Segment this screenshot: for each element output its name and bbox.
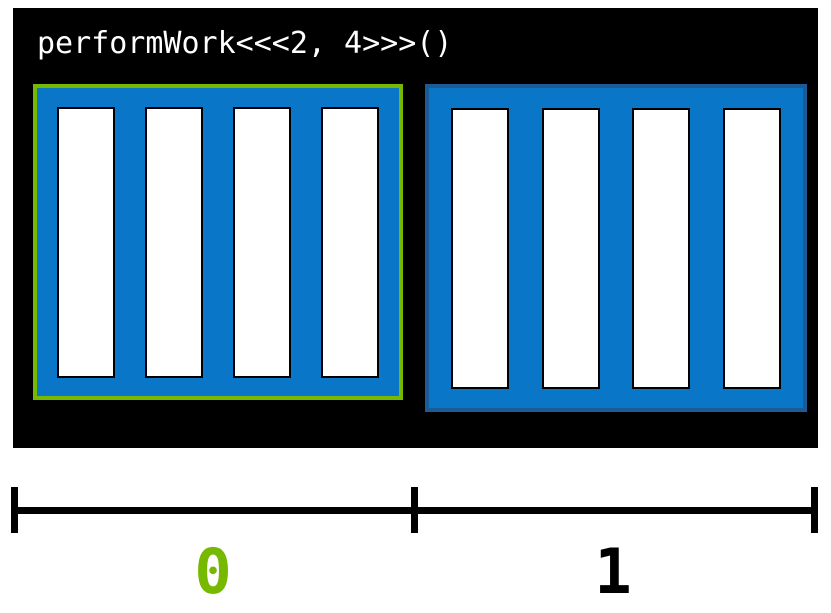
ruler-tick-left [11,487,18,533]
thread-block-1[interactable] [425,84,807,412]
thread-cell[interactable] [541,107,600,389]
thread-cell[interactable] [145,106,203,378]
thread-block-0[interactable] [33,84,403,400]
thread-cell[interactable] [321,106,379,378]
ruler-tick-right [811,487,818,533]
thread-cell[interactable] [233,106,291,378]
ruler-tick-middle [411,487,418,533]
thread-cell[interactable] [451,107,509,389]
block-index-label-0: 0 [194,535,232,608]
grid-panel: performWork<<<2, 4>>>() [13,8,818,448]
thread-cell[interactable] [57,106,115,378]
blockidx-labels: 0 1 [11,537,818,613]
thread-cell[interactable] [722,107,781,389]
kernel-launch-title: performWork<<<2, 4>>>() [37,26,453,61]
blockidx-ruler [11,487,818,533]
block-index-label-1: 1 [594,535,632,608]
thread-cell[interactable] [632,107,691,389]
